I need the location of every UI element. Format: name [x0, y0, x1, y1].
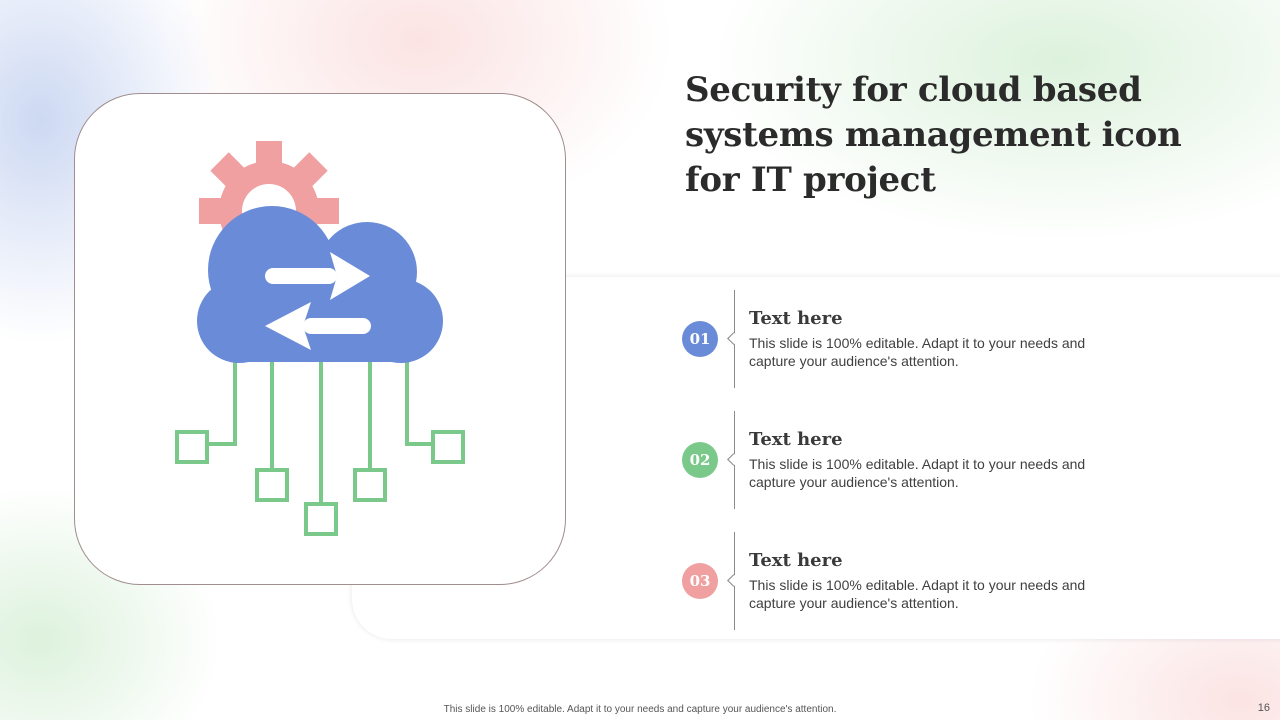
transfer-arrows-icon [265, 252, 371, 350]
list-item: 01 Text here This slide is 100% editable… [680, 290, 1140, 390]
divider-notch [727, 332, 740, 345]
item-heading: Text here [749, 429, 843, 450]
item-description: This slide is 100% editable. Adapt it to… [749, 335, 1086, 369]
list-item: 03 Text here This slide is 100% editable… [680, 532, 1140, 632]
number-badge: 03 [682, 563, 718, 599]
list-item: 02 Text here This slide is 100% editable… [680, 411, 1140, 511]
item-description: This slide is 100% editable. Adapt it to… [749, 577, 1086, 611]
divider-notch [727, 574, 740, 587]
cloud-network-gear-icon [175, 141, 465, 536]
network-lines [175, 356, 465, 536]
divider-notch [727, 453, 740, 466]
slide-title: Security for cloud based systems managem… [685, 70, 1182, 200]
item-heading: Text here [749, 308, 843, 329]
footer-note: This slide is 100% editable. Adapt it to… [443, 704, 837, 715]
page-number: 16 [1257, 702, 1270, 714]
number-badge: 01 [682, 321, 718, 357]
item-description: This slide is 100% editable. Adapt it to… [749, 456, 1086, 490]
cloud-shape [197, 206, 443, 363]
item-heading: Text here [749, 550, 843, 571]
number-badge: 02 [682, 442, 718, 478]
icon-card [74, 93, 566, 585]
